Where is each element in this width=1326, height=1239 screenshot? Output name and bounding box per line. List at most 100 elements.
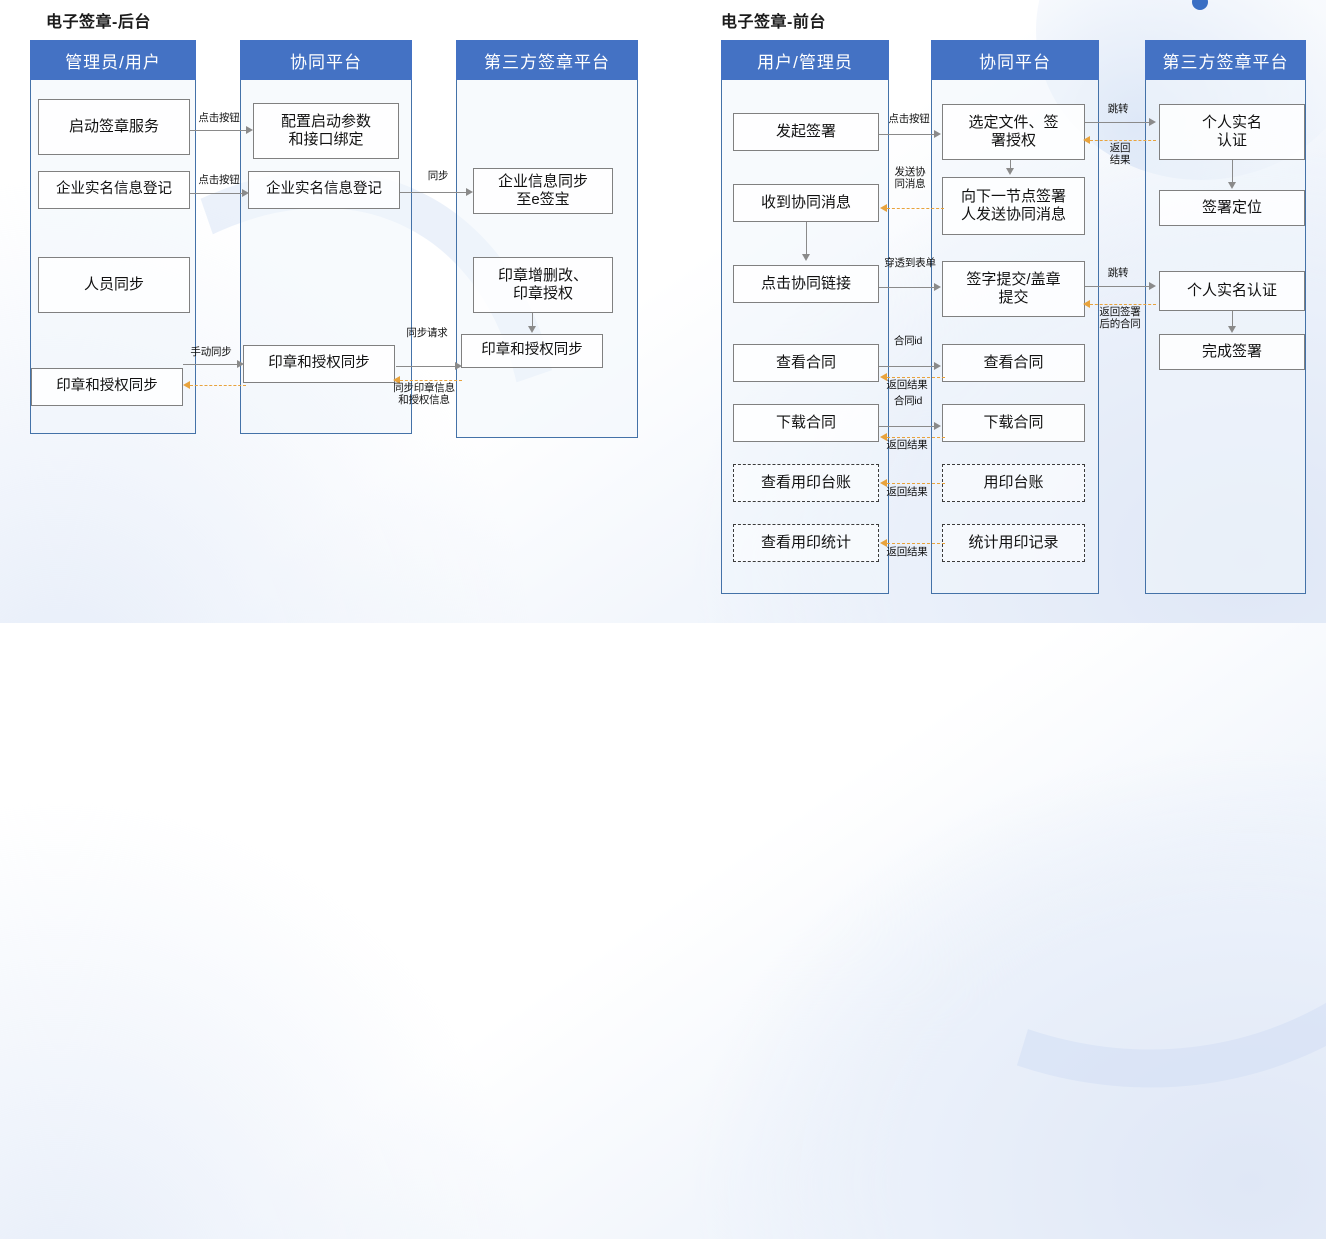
- edge-line-penetrate-form: [879, 287, 937, 288]
- edge-arrow-dash-return-result-3: [880, 479, 887, 487]
- edge-arrow-auth-to-complete: [1228, 326, 1236, 333]
- edge-label-send-collab-message: 发送协 同消息: [894, 166, 926, 190]
- lane-header-collab-platform-frontend: 协同平台: [931, 40, 1099, 80]
- edge-line-sync: [400, 192, 468, 193]
- edge-line-sync-request: [396, 366, 458, 367]
- edge-line-receive-to-click: [806, 222, 807, 254]
- edge-arrow-dash-return-result-jump-1: [1083, 136, 1090, 144]
- edge-arrow-seal-crud-to-sync: [528, 326, 536, 333]
- edge-arrow-sync: [466, 188, 473, 196]
- edge-arrow-manual-sync: [237, 360, 244, 368]
- edge-dash-return-result-3: [887, 483, 945, 484]
- node-view-seal-ledger[interactable]: 查看用印台账: [733, 464, 879, 502]
- node-sign-or-seal-submit[interactable]: 签字提交/盖章 提交: [942, 261, 1085, 317]
- edge-dash-return-result-1: [887, 377, 945, 378]
- node-click-collab-link[interactable]: 点击协同链接: [733, 265, 879, 303]
- edge-arrow-dash-seal-sync-return-user: [183, 381, 190, 389]
- node-enterprise-realname-registration[interactable]: 企业实名信息登记: [38, 171, 190, 209]
- edge-line-contract-id-1: [879, 366, 937, 367]
- edge-label-penetrate-form: 穿透到表单: [884, 257, 936, 269]
- node-seal-ledger[interactable]: 用印台账: [942, 464, 1085, 502]
- lane-header-admin-user: 管理员/用户: [30, 40, 196, 80]
- edge-line-jump-1: [1085, 122, 1151, 123]
- edge-line-click-button-2: [190, 193, 245, 194]
- node-enterprise-info-sync-esign[interactable]: 企业信息同步 至e签宝: [473, 168, 613, 214]
- edge-label-return-result-2: 返回结果: [886, 439, 928, 451]
- edge-label-sync-request: 同步请求: [406, 327, 448, 339]
- edge-label-manual-sync: 手动同步: [190, 346, 232, 358]
- edge-arrow-dash-send-collab-message: [880, 204, 887, 212]
- node-select-file-and-auth[interactable]: 选定文件、签 署授权: [942, 104, 1085, 160]
- lane-backend-third-party: 第三方签章平台: [456, 40, 638, 438]
- edge-arrow-jump-2: [1149, 282, 1156, 290]
- edge-line-jump-2: [1085, 286, 1151, 287]
- node-receive-collab-message[interactable]: 收到协同消息: [733, 184, 879, 222]
- edge-arrow-dash-return-signed-contract: [1083, 300, 1090, 308]
- node-seal-auth-sync-user[interactable]: 印章和授权同步: [31, 368, 183, 406]
- edge-label-click-button-2: 点击按钮: [198, 174, 240, 186]
- edge-line-select-to-send: [1010, 160, 1011, 169]
- corner-dot-decoration: [1192, 0, 1208, 10]
- edge-label-jump-1: 跳转: [1107, 103, 1129, 115]
- node-seal-auth-sync-platform[interactable]: 印章和授权同步: [243, 345, 395, 383]
- edge-dash-seal-sync-return-user: [190, 385, 246, 386]
- node-complete-signing[interactable]: 完成签署: [1159, 334, 1305, 370]
- edge-label-sync-seal-info: 同步印章信息 和授权信息: [393, 382, 455, 406]
- node-view-seal-statistics[interactable]: 查看用印统计: [733, 524, 879, 562]
- node-download-contract-platform[interactable]: 下载合同: [942, 404, 1085, 442]
- edge-arrow-dash-return-result-1: [880, 373, 887, 381]
- node-enterprise-realname-registration-platform[interactable]: 企业实名信息登记: [248, 171, 400, 209]
- edge-arrow-sync-request: [455, 362, 462, 370]
- edge-line-auth-to-positioning: [1232, 160, 1233, 182]
- edge-label-return-result-4: 返回结果: [886, 546, 928, 558]
- edge-dash-return-result-4: [887, 543, 945, 544]
- edge-arrow-receive-to-click: [802, 254, 810, 261]
- lane-header-third-party: 第三方签章平台: [456, 40, 638, 80]
- node-view-contract-platform[interactable]: 查看合同: [942, 344, 1085, 382]
- node-send-collab-message-next-signer[interactable]: 向下一节点签署 人发送协同消息: [942, 177, 1085, 235]
- edge-label-sync: 同步: [427, 170, 449, 182]
- edge-arrow-penetrate-form: [934, 283, 941, 291]
- edge-arrow-click-button-frontend: [934, 130, 941, 138]
- edge-label-return-result-jump-1: 返回 结果: [1109, 142, 1131, 166]
- lane-header-collab-platform: 协同平台: [240, 40, 412, 80]
- edge-dash-return-result-2: [887, 437, 945, 438]
- edge-label-contract-id-1: 合同id: [893, 335, 923, 347]
- edge-line-seal-crud-to-sync: [532, 313, 533, 327]
- node-personal-realname-auth-2[interactable]: 个人实名认证: [1159, 271, 1305, 311]
- edge-arrow-click-button-1: [246, 126, 253, 134]
- node-download-contract-user[interactable]: 下载合同: [733, 404, 879, 442]
- edge-dash-return-result-jump-1: [1090, 140, 1156, 141]
- edge-arrow-dash-return-result-2: [880, 433, 887, 441]
- diagram-title-backend: 电子签章-后台: [46, 14, 151, 31]
- edge-arrow-contract-id-2: [934, 422, 941, 430]
- lane-header-user-admin: 用户/管理员: [721, 40, 889, 80]
- edge-label-click-button-frontend: 点击按钮: [888, 113, 930, 125]
- node-seal-usage-statistics[interactable]: 统计用印记录: [942, 524, 1085, 562]
- edge-arrow-dash-sync-seal-info-return: [393, 376, 400, 384]
- node-configure-startup-params[interactable]: 配置启动参数 和接口绑定: [253, 103, 399, 159]
- edge-dash-sync-seal-info-return: [400, 380, 462, 381]
- node-personal-realname-auth-1[interactable]: 个人实名 认证: [1159, 104, 1305, 160]
- edge-arrow-select-to-send: [1006, 168, 1014, 175]
- node-seal-auth-sync-third-party[interactable]: 印章和授权同步: [461, 334, 603, 368]
- node-start-seal-service[interactable]: 启动签章服务: [38, 99, 190, 155]
- edge-arrow-dash-return-result-4: [880, 539, 887, 547]
- edge-line-auth-to-complete: [1232, 311, 1233, 326]
- node-personnel-sync[interactable]: 人员同步: [38, 257, 190, 313]
- node-initiate-signing[interactable]: 发起签署: [733, 113, 879, 151]
- edge-line-manual-sync: [183, 364, 241, 365]
- edge-dash-return-signed-contract: [1090, 304, 1156, 305]
- edge-label-return-result-1: 返回结果: [886, 379, 928, 391]
- edge-label-jump-2: 跳转: [1107, 267, 1129, 279]
- edge-label-contract-id-2: 合同id: [893, 395, 923, 407]
- lane-header-third-party-frontend: 第三方签章平台: [1145, 40, 1306, 80]
- edge-label-return-signed-contract: 返回签署 后的合同: [1099, 306, 1141, 330]
- node-signing-positioning[interactable]: 签署定位: [1159, 190, 1305, 226]
- edge-arrow-auth-to-positioning: [1228, 182, 1236, 189]
- edge-dash-send-collab-message: [887, 208, 944, 209]
- node-seal-crud-and-auth[interactable]: 印章增删改、 印章授权: [473, 257, 613, 313]
- edge-label-click-button-1: 点击按钮: [198, 112, 240, 124]
- edge-label-return-result-3: 返回结果: [886, 486, 928, 498]
- node-view-contract-user[interactable]: 查看合同: [733, 344, 879, 382]
